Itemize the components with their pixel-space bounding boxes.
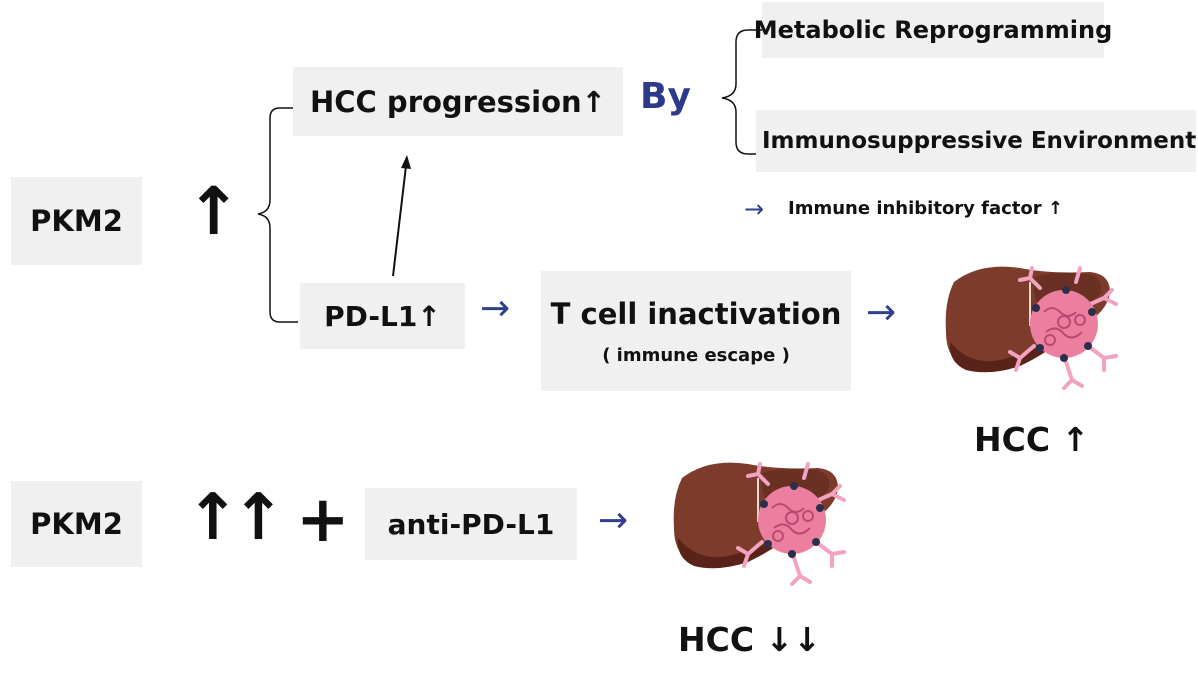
pdl1-to-progression-arrow — [392, 165, 407, 277]
metabolic-reprogramming-box: Metabolic Reprogramming — [754, 2, 1112, 58]
pkm2-label-row2: PKM2 — [30, 507, 123, 541]
pdl1-label: PD-L1↑ — [324, 299, 441, 333]
t-cell-box: T cell inactivation ( immune escape ) — [541, 271, 851, 391]
arrow-anti-pdl1-to-hcc: → — [598, 500, 629, 541]
pkm2-up-arrow: ↑ — [186, 173, 242, 250]
pdl1-box: PD-L1↑ — [300, 283, 465, 349]
immunosuppressive-environment-label: Immunosuppressive Environment — [762, 128, 1197, 154]
by-label: By — [640, 76, 691, 117]
mechanism-bracket — [721, 29, 762, 155]
t-cell-title: T cell inactivation — [550, 296, 842, 331]
t-cell-subtitle: ( immune escape ) — [602, 344, 790, 366]
double-up-arrows: ↑↑ — [186, 481, 285, 555]
arrow-tcell-to-hcc: → — [866, 292, 897, 333]
branch-bracket — [257, 107, 298, 323]
pkm2-label: PKM2 — [30, 204, 123, 238]
arrow-pdl1-to-tcell: → — [480, 288, 511, 329]
plus-sign: + — [296, 483, 350, 557]
liver-tumor-icon — [673, 462, 846, 586]
pdl1-to-progression-arrowhead — [401, 155, 411, 169]
hcc-result-row1: HCC ↑ — [974, 420, 1090, 459]
pkm2-box-row2: PKM2 — [11, 481, 142, 567]
immunosuppressive-environment-box: Immunosuppressive Environment — [756, 110, 1196, 172]
liver-tumor-icon — [945, 266, 1118, 390]
immune-inhibitory-label: Immune inhibitory factor ↑ — [788, 198, 1064, 219]
anti-pdl1-label: anti-PD-L1 — [387, 507, 555, 541]
hcc-result-row2: HCC ↓↓ — [678, 620, 821, 659]
hcc-progression-label: HCC progression↑ — [310, 84, 606, 119]
hcc-progression-box: HCC progression↑ — [293, 67, 623, 136]
inhibitory-arrow: → — [744, 195, 765, 223]
anti-pdl1-box: anti-PD-L1 — [365, 488, 577, 560]
pkm2-box: PKM2 — [11, 177, 142, 265]
metabolic-reprogramming-label: Metabolic Reprogramming — [753, 16, 1113, 44]
